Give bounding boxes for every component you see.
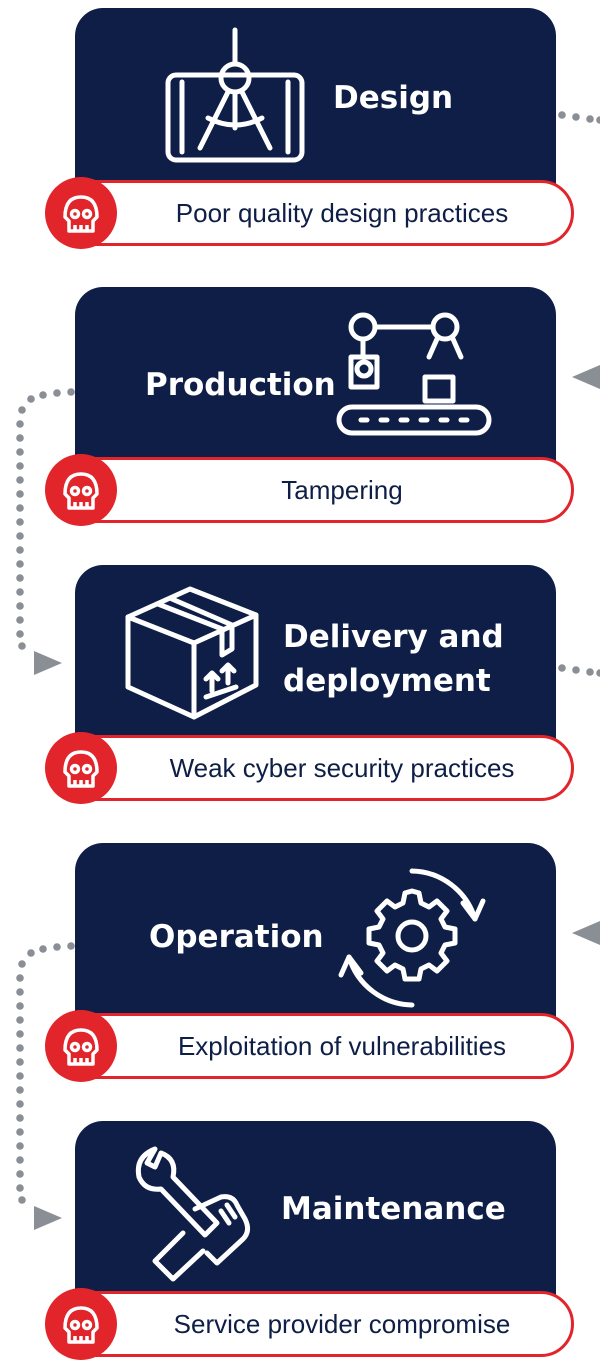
risk-pill: Service provider compromise xyxy=(56,1291,574,1357)
connector-delivery-to-operation xyxy=(558,664,600,945)
robot-arm-conveyor-icon xyxy=(336,312,492,436)
risk-pill: Poor quality design practices xyxy=(56,180,574,246)
stage-title-line2: deployment xyxy=(283,663,491,699)
risk-label: Service provider compromise xyxy=(173,1308,511,1339)
stage-card-maintenance: Maintenance xyxy=(75,1121,556,1304)
arrow-left-icon xyxy=(572,365,600,389)
arrow-right-icon xyxy=(34,651,62,675)
risk-label: Weak cyber security practices xyxy=(169,752,515,783)
risk-pill: Weak cyber security practices xyxy=(56,735,574,801)
skull-icon xyxy=(45,177,117,249)
skull-icon xyxy=(45,732,117,804)
stage-card-delivery: Delivery and deployment xyxy=(75,565,556,748)
stage-title: Operation xyxy=(149,919,324,955)
risk-label: Poor quality design practices xyxy=(175,197,509,228)
gear-cycle-icon xyxy=(338,868,486,1008)
skull-icon xyxy=(45,1288,117,1360)
connector-production-to-delivery xyxy=(16,388,75,675)
stage-card-design: Design xyxy=(75,8,556,191)
skull-icon xyxy=(45,1010,117,1082)
risk-label: Exploitation of vulnerabilities xyxy=(177,1030,507,1061)
blueprint-compass-icon xyxy=(165,27,305,163)
stage-title-line1: Delivery and xyxy=(283,619,504,655)
risk-pill: Tampering xyxy=(56,457,574,523)
risk-label: Tampering xyxy=(281,474,403,505)
package-box-icon xyxy=(125,586,259,720)
stage-title: Design xyxy=(333,80,454,116)
skull-icon xyxy=(45,454,117,526)
arrow-left-icon xyxy=(572,921,600,945)
stage-card-operation: Operation xyxy=(75,843,556,1026)
stage-card-production: Production xyxy=(75,287,556,470)
wrench-hand-icon xyxy=(135,1146,251,1282)
stage-title: Production xyxy=(145,367,336,403)
connector-design-to-production xyxy=(558,111,600,389)
stage-title: Maintenance xyxy=(281,1191,506,1227)
arrow-right-icon xyxy=(34,1206,62,1230)
risk-pill: Exploitation of vulnerabilities xyxy=(56,1013,574,1079)
connector-operation-to-maintenance xyxy=(16,942,75,1230)
